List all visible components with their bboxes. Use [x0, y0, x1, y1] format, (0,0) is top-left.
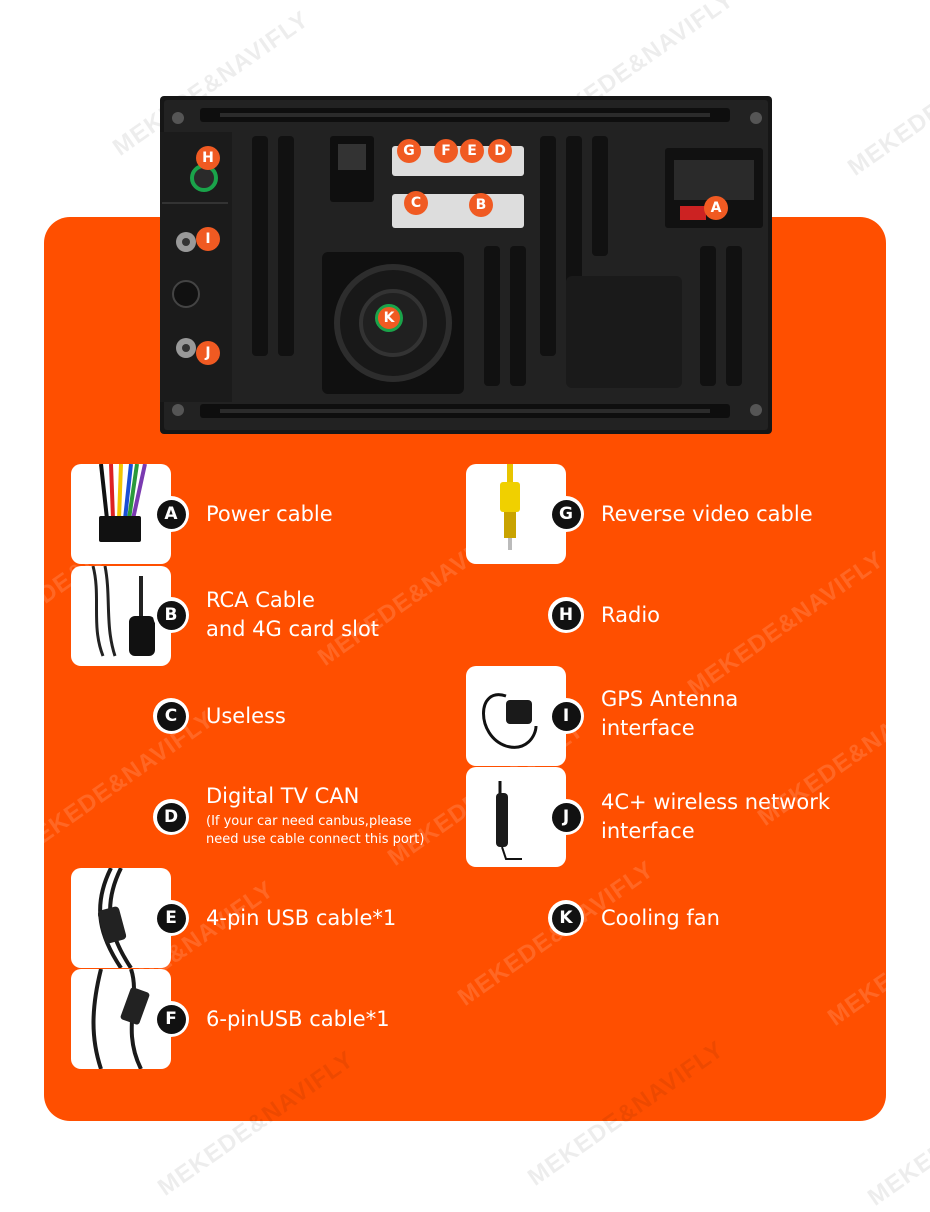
badge-j: J: [548, 799, 584, 835]
marker-a: A: [704, 196, 728, 220]
label-4g-line1: 4C+ wireless network: [601, 790, 830, 814]
label-gps-antenna: GPS Antenna interface: [601, 685, 738, 743]
marker-j: J: [196, 341, 220, 365]
marker-b: B: [469, 193, 493, 217]
label-rca-line2: and 4G card slot: [206, 617, 380, 641]
power-harness-image: [71, 464, 171, 564]
label-digital-tv-can-title: Digital TV CAN: [206, 784, 360, 808]
label-usb-4pin: 4-pin USB cable*1: [206, 906, 397, 930]
label-rca-cable: RCA Cable and 4G card slot: [206, 586, 379, 644]
marker-i: I: [196, 227, 220, 251]
label-digital-tv-can: Digital TV CAN (If your car need canbus,p…: [206, 782, 424, 849]
head-unit-illustration: [160, 96, 772, 434]
label-gps-line2: interface: [601, 716, 695, 740]
label-gps-line1: GPS Antenna: [601, 687, 739, 711]
label-radio: Radio: [601, 603, 661, 627]
badge-c: C: [153, 698, 189, 734]
label-useless: Useless: [206, 704, 286, 728]
badge-d: D: [153, 799, 189, 835]
marker-c: C: [404, 191, 428, 215]
marker-f: F: [434, 139, 458, 163]
badge-f: F: [153, 1001, 189, 1037]
badge-h: H: [548, 597, 584, 633]
badge-i: I: [548, 698, 584, 734]
badge-k: K: [548, 900, 584, 936]
label-4g-wireless: 4C+ wireless network interface: [601, 788, 830, 846]
badge-a: A: [153, 496, 189, 532]
label-4g-line2: interface: [601, 819, 695, 843]
watermark: MEKEDE&NAVIFLY: [843, 25, 930, 182]
label-digital-tv-can-note2: need use cable connect this port): [206, 832, 425, 847]
label-power-cable: Power cable: [206, 502, 333, 526]
marker-h: H: [196, 146, 220, 170]
marker-d: D: [488, 139, 512, 163]
head-unit-rear: H I J G F E D C B A K: [160, 96, 772, 434]
badge-b: B: [153, 597, 189, 633]
marker-g: G: [397, 139, 421, 163]
label-usb-6pin: 6-pinUSB cable*1: [206, 1007, 390, 1031]
label-reverse-video-cable: Reverse video cable: [601, 502, 813, 526]
badge-e: E: [153, 900, 189, 936]
label-digital-tv-can-note1: (If your car need canbus,please: [206, 814, 412, 829]
marker-e: E: [460, 139, 484, 163]
label-cooling-fan: Cooling fan: [601, 906, 720, 930]
badge-g: G: [548, 496, 584, 532]
marker-k: K: [375, 304, 403, 332]
label-rca-line1: RCA Cable: [206, 588, 315, 612]
usb-cable-4pin-image: [71, 868, 171, 968]
